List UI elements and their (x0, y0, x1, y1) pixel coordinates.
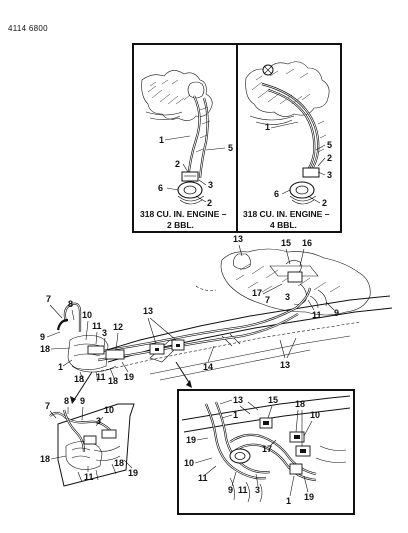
fuel-pump-detail-left: 7 8 9 10 3 18 11 18 19 (40, 396, 138, 487)
caption-2bbl-line2: 2 BBL. (167, 220, 194, 230)
callout-3: 3 (285, 292, 290, 302)
callout-1: 1 (159, 135, 164, 145)
callout-13: 13 (233, 234, 243, 244)
caption-2bbl-line1: 318 CU. IN. ENGINE – (140, 209, 227, 219)
caption-4bbl-line1: 318 CU. IN. ENGINE – (243, 209, 330, 219)
callout-9: 9 (80, 396, 85, 406)
callout-15: 15 (281, 238, 291, 248)
callout-5: 5 (327, 140, 332, 150)
callout-2: 2 (327, 153, 332, 163)
callout-18: 18 (74, 374, 84, 384)
callout-18: 18 (108, 376, 118, 386)
callout-19: 19 (128, 468, 138, 478)
callout-18: 18 (40, 454, 50, 464)
callout-13: 13 (233, 395, 243, 405)
callout-3: 3 (96, 416, 101, 426)
callout-7: 7 (265, 295, 270, 305)
callout-19: 19 (124, 372, 134, 382)
callout-9: 9 (334, 308, 339, 318)
callout-11: 11 (96, 372, 106, 382)
callout-17: 17 (252, 288, 262, 298)
callout-10: 10 (310, 410, 320, 420)
callout-6: 6 (158, 183, 163, 193)
callout-11: 11 (198, 473, 208, 483)
callout-18: 18 (40, 344, 50, 354)
callout-19: 19 (186, 435, 196, 445)
callout-2: 2 (322, 198, 327, 208)
callout-13: 13 (280, 360, 290, 370)
engine-inset-panels: 1 5 2 3 6 2 1 5 2 3 6 2 318 CU. IN. ENGI… (132, 43, 342, 233)
callout-11: 11 (84, 472, 94, 482)
callout-7: 7 (46, 294, 51, 304)
callout-6: 6 (274, 189, 279, 199)
callout-18: 18 (114, 458, 124, 468)
callout-12: 12 (113, 322, 123, 332)
callout-3: 3 (102, 328, 107, 338)
callout-3: 3 (255, 485, 260, 495)
callout-17: 17 (262, 444, 272, 454)
chassis-fuel-line-view: 13 15 16 17 7 3 11 9 7 8 9 10 11 3 12 18… (40, 234, 393, 404)
callout-7: 7 (45, 401, 50, 411)
callout-16: 16 (302, 238, 312, 248)
callout-11: 11 (92, 321, 102, 331)
callout-15: 15 (268, 395, 278, 405)
page-code: 4114 6800 (8, 24, 48, 33)
callout-19: 19 (304, 492, 314, 502)
engine-2bbl-illustration (141, 70, 226, 205)
callout-8: 8 (64, 396, 69, 406)
callout-10: 10 (184, 458, 194, 468)
callout-10: 10 (104, 405, 114, 415)
callout-13: 13 (143, 306, 153, 316)
callout-3: 3 (327, 170, 332, 180)
callout-18: 18 (295, 399, 305, 409)
callout-5: 5 (228, 143, 233, 153)
callout-1: 1 (265, 122, 270, 132)
callout-2: 2 (175, 159, 180, 169)
engine-4bbl-illustration (245, 61, 330, 205)
callout-1: 1 (233, 410, 238, 420)
callout-3: 3 (208, 180, 213, 190)
caption-4bbl-line2: 4 BBL. (270, 220, 297, 230)
callout-9: 9 (40, 332, 45, 342)
callout-11: 11 (312, 310, 322, 320)
callout-8: 8 (68, 299, 73, 309)
callout-1: 1 (286, 496, 291, 506)
callout-1: 1 (58, 362, 63, 372)
callout-10: 10 (82, 310, 92, 320)
callout-9: 9 (228, 485, 233, 495)
callout-2: 2 (207, 198, 212, 208)
callout-14: 14 (203, 362, 213, 372)
fuel-line-detail-right: 13 1 19 10 11 9 11 3 15 18 10 17 1 19 (177, 389, 355, 515)
callout-11: 11 (238, 485, 248, 495)
detail-frame (177, 389, 355, 515)
